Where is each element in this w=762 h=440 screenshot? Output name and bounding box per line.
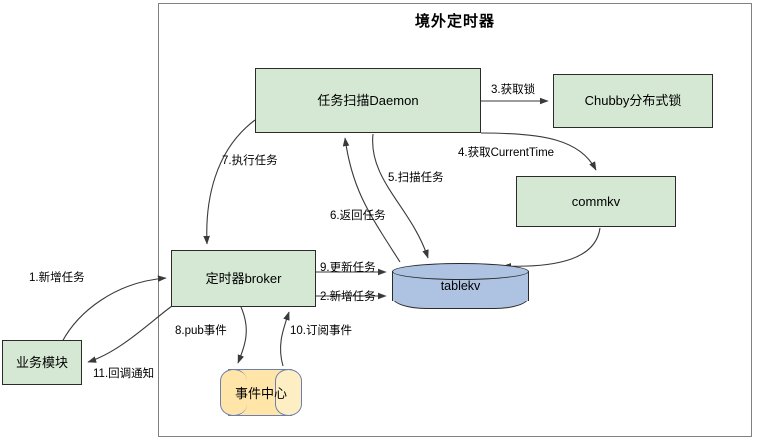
edge-10-subscribe-event [280, 311, 290, 367]
edge-label-5: 5.扫描任务 [388, 172, 444, 184]
edge-5-scan-task [372, 133, 429, 259]
node-commkv[interactable]: commkv [516, 176, 676, 227]
cylinder-left-cap [220, 369, 247, 416]
diagram-title: 境外定时器 [414, 13, 495, 30]
node-label: Chubby分布式锁 [584, 93, 682, 109]
edge-label-3: 3.获取锁 [491, 84, 536, 96]
node-label: 业务模块 [15, 354, 68, 370]
cylinder-top [392, 263, 529, 280]
edge-label-9: 9.更新任务 [320, 262, 376, 274]
edge-8-pub-event [237, 306, 247, 364]
edge-label-10: 10.订阅事件 [290, 325, 352, 337]
node-tablekv-database[interactable]: tablekv [392, 263, 529, 309]
edge-commkv-to-tablekv [502, 227, 601, 270]
node-label: tablekv [440, 279, 481, 293]
edge-11-callback-notify [87, 305, 173, 363]
node-label: 任务扫描Daemon [317, 92, 419, 108]
edge-label-8: 8.pub事件 [175, 325, 227, 337]
edge-7-execute-task [203, 119, 256, 245]
node-chubby-distributed-lock[interactable]: Chubby分布式锁 [553, 74, 713, 128]
node-business-module[interactable]: 业务模块 [2, 340, 82, 385]
node-task-scan-daemon[interactable]: 任务扫描Daemon [255, 68, 481, 133]
node-label: 事件中心 [234, 386, 287, 401]
edge-label-6: 6.返回任务 [330, 210, 386, 222]
container-boundary-offshore-timer [158, 3, 752, 437]
edge-label-4: 4.获取CurrentTime [458, 147, 555, 159]
edge-6-return-task [342, 137, 401, 263]
edge-1-new-task [61, 275, 167, 343]
node-label: 定时器broker [205, 270, 282, 286]
edge-label-11: 11.回调通知 [93, 368, 155, 380]
node-label: commkv [571, 193, 621, 209]
node-event-center-queue[interactable]: 事件中心 [220, 369, 302, 416]
node-timer-broker[interactable]: 定时器broker [171, 250, 316, 307]
edge-label-1: 1.新增任务 [29, 272, 85, 284]
cylinder-right-cap [275, 369, 302, 416]
edge-4-get-currenttime [480, 132, 597, 171]
edge-label-7: 7.执行任务 [222, 155, 278, 167]
edge-label-2: 2.新增任务 [320, 291, 376, 303]
